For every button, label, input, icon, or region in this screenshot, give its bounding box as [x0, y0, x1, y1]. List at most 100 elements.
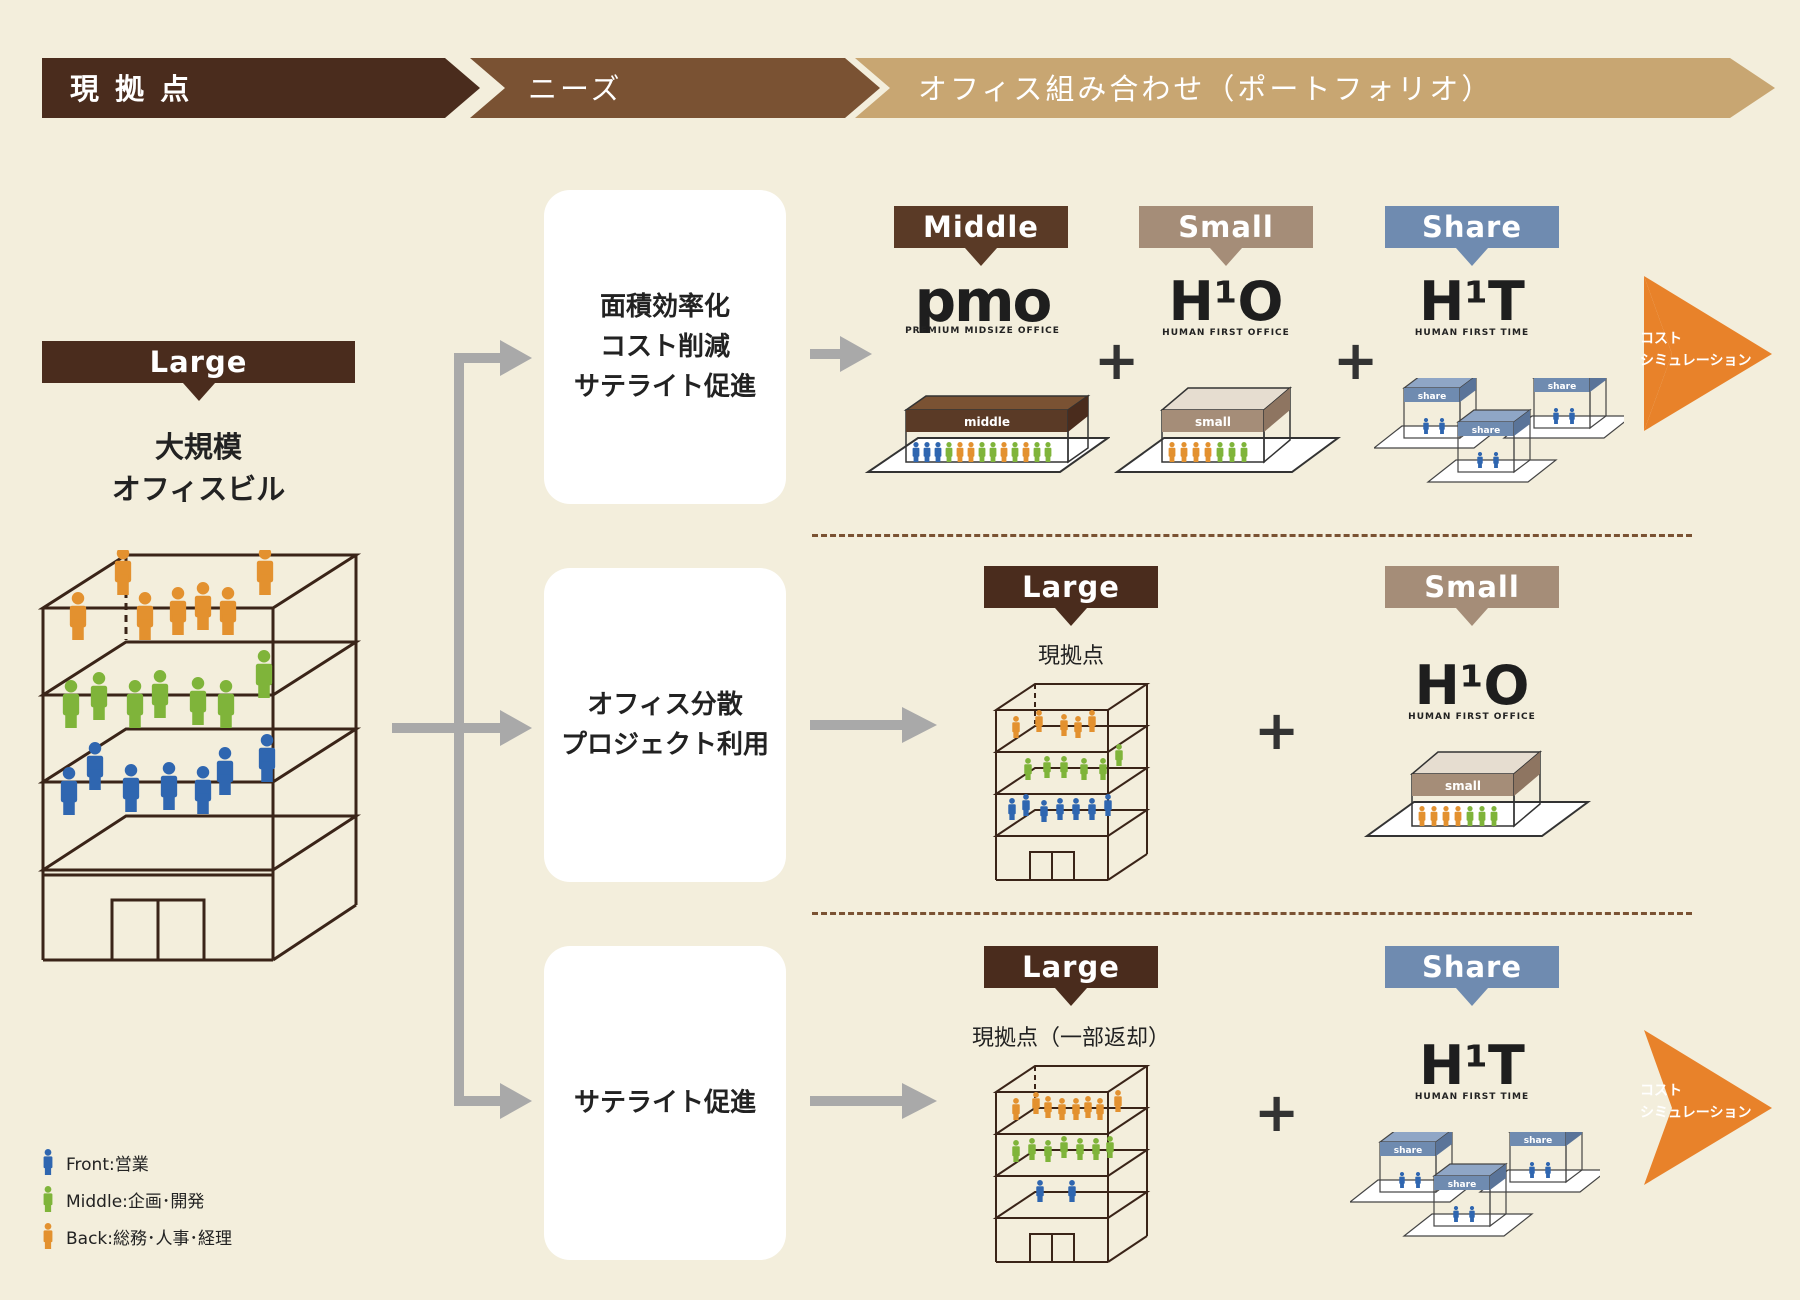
cost-simulation-label[interactable]: コスト シミュレーション: [1640, 1080, 1751, 1124]
person-icon: [1453, 1206, 1459, 1222]
person-icon: [1216, 442, 1224, 462]
person-icon: [1180, 442, 1188, 462]
person-icon: [122, 764, 140, 812]
middle-office-illustration: middle: [864, 394, 1110, 473]
hit-logo: H¹T HUMAN FIRST TIME: [1385, 275, 1559, 339]
person-icon: [1477, 452, 1483, 468]
person-icon: [989, 442, 997, 462]
person-icon: [1415, 1172, 1421, 1188]
person-icon: [1088, 798, 1096, 820]
person-icon: [1529, 1162, 1535, 1178]
person-icon: [1000, 442, 1008, 462]
small-block-label: small: [1195, 415, 1231, 429]
person-icon: [1035, 710, 1043, 732]
person-icon: [114, 550, 132, 595]
person-icon: [62, 680, 80, 728]
person-icon: [967, 442, 975, 462]
person-icon: [1011, 442, 1019, 462]
person-icon: [1044, 1096, 1052, 1118]
person-icon: [1418, 806, 1426, 826]
person-icon: [1084, 1096, 1092, 1118]
person-icon: [126, 680, 144, 728]
person-icon: [1104, 794, 1112, 816]
person-icon: [1553, 408, 1559, 424]
legend-label: Back:総務･人事･経理: [66, 1228, 232, 1249]
person-icon: [1043, 756, 1051, 778]
person-icon: [169, 587, 187, 635]
pmo-logo: pmo PREMIUM MIDSIZE OFFICE: [895, 267, 1070, 336]
person-icon: [1545, 1162, 1551, 1178]
person-icon: [934, 442, 942, 462]
hio-logo-sub: HUMAN FIRST OFFICE: [1162, 328, 1290, 338]
share-booth-label: share: [1394, 1146, 1422, 1156]
person-icon: [1115, 744, 1123, 766]
person-icon: [1240, 442, 1248, 462]
header-step-current: 現 拠 点: [70, 72, 193, 106]
person-icon: [1430, 806, 1438, 826]
plus-sign: +: [1254, 699, 1300, 762]
person-icon: [43, 1223, 53, 1249]
row3-hit-logo: H¹T HUMAN FIRST TIME: [1385, 1034, 1559, 1103]
row2-building: [992, 683, 1151, 881]
cost-simulation-arrow[interactable]: [1632, 1030, 1777, 1185]
person-icon: [160, 762, 178, 810]
person-icon: [217, 680, 235, 728]
need-line: コスト削減: [599, 332, 730, 362]
hio-logo-mark: H¹O: [1414, 654, 1530, 717]
person-icon: [1032, 1092, 1040, 1114]
person-icon: [1036, 1180, 1044, 1202]
share-booth-label: share: [1418, 392, 1446, 402]
person-icon: [1072, 1098, 1080, 1120]
person-icon: [1096, 1098, 1104, 1120]
person-icon: [1099, 758, 1107, 780]
header-chevron-bar: [42, 58, 1775, 118]
legend-back: Back:総務･人事･経理: [40, 1222, 232, 1250]
person-icon: [1192, 442, 1200, 462]
person-icon: [258, 734, 276, 782]
person-icon: [1469, 1206, 1475, 1222]
pmo-logo-mark: pmo: [914, 267, 1053, 335]
person-icon: [978, 442, 986, 462]
hio-logo: H¹O HUMAN FIRST OFFICE: [1139, 270, 1313, 339]
legend-label: Middle:企画･開発: [66, 1191, 205, 1212]
row2-caption: 現拠点: [1037, 644, 1104, 669]
person-icon: [1033, 442, 1041, 462]
person-icon: [1114, 1090, 1122, 1112]
share-booth-label: share: [1448, 1180, 1476, 1190]
person-icon: [1056, 798, 1064, 820]
person-icon: [1044, 442, 1052, 462]
person-icon: [194, 766, 212, 814]
legend-middle: Middle:企画･開発: [40, 1185, 204, 1213]
share-booth: share: [1426, 408, 1558, 483]
hit-logo-sub: HUMAN FIRST TIME: [1414, 328, 1530, 338]
person-icon: [1024, 758, 1032, 780]
need-line: 面積効率化: [599, 292, 730, 322]
person-icon: [43, 1149, 53, 1175]
need-box-satellite: サテライト促進: [544, 946, 786, 1260]
person-icon: [912, 442, 920, 462]
person-icon: [1080, 758, 1088, 780]
current-title-line1: 大規模: [154, 430, 242, 464]
person-icon: [1106, 1136, 1114, 1158]
person-icon: [1439, 418, 1445, 434]
need-line: サテライト促進: [573, 372, 756, 402]
hio-logo-mark: H¹O: [1168, 270, 1284, 333]
hit-logo-mark: H¹T: [1419, 1034, 1525, 1097]
person-icon: [256, 550, 274, 595]
person-icon: [1454, 806, 1462, 826]
share-tag: Share: [1385, 206, 1559, 266]
person-icon: [1060, 714, 1068, 736]
share-booth: share: [1478, 1132, 1600, 1193]
row3-share-tag: Share: [1385, 946, 1559, 1006]
person-icon: [255, 650, 273, 698]
cost-simulation-arrow[interactable]: [1632, 276, 1777, 431]
person-icon: [60, 767, 78, 815]
person-icon: [43, 1186, 53, 1212]
person-icon: [956, 442, 964, 462]
person-icon: [1168, 442, 1176, 462]
person-icon: [1022, 442, 1030, 462]
person-icon: [90, 672, 108, 720]
cost-simulation-label[interactable]: コスト シミュレーション: [1640, 328, 1751, 372]
person-icon: [219, 587, 237, 635]
need-line: オフィス分散: [587, 690, 743, 720]
